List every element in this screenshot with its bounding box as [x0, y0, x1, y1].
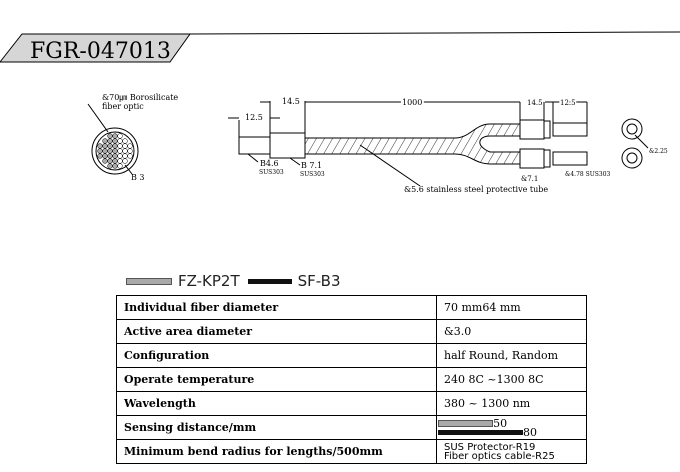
technical-drawing: FGR-047013 &70㎛ Borosilicate fiber optic…	[0, 31, 680, 194]
tip-material: SUS303	[259, 169, 284, 176]
fiber-strand	[102, 143, 108, 149]
fiber-strand	[97, 153, 103, 159]
fiber-strand	[112, 153, 118, 159]
fiber-strand	[107, 138, 113, 144]
fiber-strand	[97, 143, 103, 149]
fiber-strand	[112, 158, 118, 164]
spec-key: Operate temperature	[116, 367, 437, 392]
fiber-strand	[117, 133, 123, 139]
spec-key: Wavelength	[116, 391, 437, 416]
protective-tube	[304, 123, 521, 165]
fiber-strand	[122, 143, 128, 149]
fiber-note: &70㎛ Borosilicate	[102, 93, 178, 103]
fiber-strand	[117, 153, 123, 159]
ferrule-diameter: B 7.1	[301, 161, 322, 170]
dim-ferrule-length: 14.5	[282, 97, 300, 106]
legend-label-sf-b3: SF-B3	[297, 272, 341, 290]
bundle-diameter: B 3	[131, 173, 145, 182]
dim-right-tip: 12.5	[560, 99, 576, 107]
spec-value: 240 8C ~1300 8C	[436, 367, 587, 392]
fiber-strand	[122, 138, 128, 144]
sensing-bar-sf-b3	[438, 430, 523, 435]
fiber-strand	[122, 148, 128, 154]
probe-tip	[238, 136, 271, 155]
legend: FZ-KP2T SF-B3	[126, 272, 341, 290]
spec-key: Minimum bend radius for lengths/500mm	[116, 439, 437, 464]
probe-ferrule	[269, 132, 306, 159]
page-title: FGR-047013	[30, 39, 171, 64]
fiber-strand	[122, 158, 128, 164]
fiber-strand	[117, 148, 123, 154]
dim-total-length: 1000	[402, 98, 422, 107]
fiber-strand	[97, 148, 103, 154]
spec-value: 380 ~ 1300 nm	[436, 391, 587, 416]
fiber-strand	[102, 138, 108, 144]
bend-radius-cable: Fiber optics cable-R25	[444, 450, 555, 462]
sensing-bar-fz-kp2t	[438, 420, 494, 427]
fiber-strand	[107, 158, 113, 164]
fiber-bundle-cross-section	[91, 127, 139, 175]
fiber-strand	[127, 153, 133, 159]
spec-value: 70 mm64 mm	[436, 295, 587, 320]
right-tip-note: &4.78 SUS303	[565, 171, 611, 178]
sensing-distance-bars: 50 80	[436, 415, 587, 440]
end-diameter: &2.25	[649, 148, 668, 155]
fiber-strand	[102, 158, 108, 164]
spec-key: Individual fiber diameter	[116, 295, 437, 320]
fiber-strand	[122, 153, 128, 159]
fiber-strand	[112, 148, 118, 154]
fiber-strand	[112, 138, 118, 144]
tip-diameter: B4.6	[260, 159, 279, 168]
fiber-strand	[117, 138, 123, 144]
spec-value: &3.0	[436, 319, 587, 344]
fiber-strand	[102, 148, 108, 154]
fiber-strand	[107, 148, 113, 154]
fiber-strand	[127, 143, 133, 149]
dim-tip-length: 12.5	[245, 113, 263, 122]
spec-key: Active area diameter	[116, 319, 437, 344]
spec-value: SUS Protector-R19 Fiber optics cable-R25	[436, 439, 587, 464]
fiber-strand	[107, 153, 113, 159]
spec-key: Sensing distance/mm	[116, 415, 437, 440]
header-rule	[189, 31, 680, 35]
fiber-strand	[112, 133, 118, 139]
fiber-strand	[107, 133, 113, 139]
legend-swatch-fz-kp2t	[126, 277, 172, 285]
fiber-strand	[102, 153, 108, 159]
fiber-strand	[117, 158, 123, 164]
legend-label-fz-kp2t: FZ-KP2T	[178, 272, 240, 290]
fiber-strand	[112, 143, 118, 149]
spec-key: Configuration	[116, 343, 437, 368]
fiber-note-2: fiber optic	[102, 102, 144, 111]
right-ferrule-diameter: &7.1	[521, 175, 538, 183]
title-banner	[0, 33, 191, 63]
spec-value: half Round, Random	[436, 343, 587, 368]
table-row: Sensing distance/mm 50 80	[116, 415, 587, 440]
sensing-value-fz-kp2t: 50	[493, 416, 508, 430]
fiber-strand	[127, 148, 133, 154]
fiber-strand	[117, 163, 123, 169]
ferrule-material: SUS303	[300, 171, 325, 178]
tube-note: &5.6 stainless steel protective tube	[404, 185, 548, 194]
dim-right-ferrule: 14.5	[527, 99, 543, 107]
table-row: Minimum bend radius for lengths/500mm SU…	[116, 439, 587, 464]
fiber-strand	[107, 143, 113, 149]
legend-swatch-sf-b3	[247, 278, 292, 284]
fiber-strand	[117, 143, 123, 149]
table-row: Active area diameter&3.0	[116, 319, 587, 344]
sensing-value-sf-b3: 80	[523, 425, 537, 439]
fiber-strand	[107, 163, 113, 169]
bend-radius-protector: SUS Protector-R19	[444, 441, 536, 453]
fiber-strand	[112, 163, 118, 169]
